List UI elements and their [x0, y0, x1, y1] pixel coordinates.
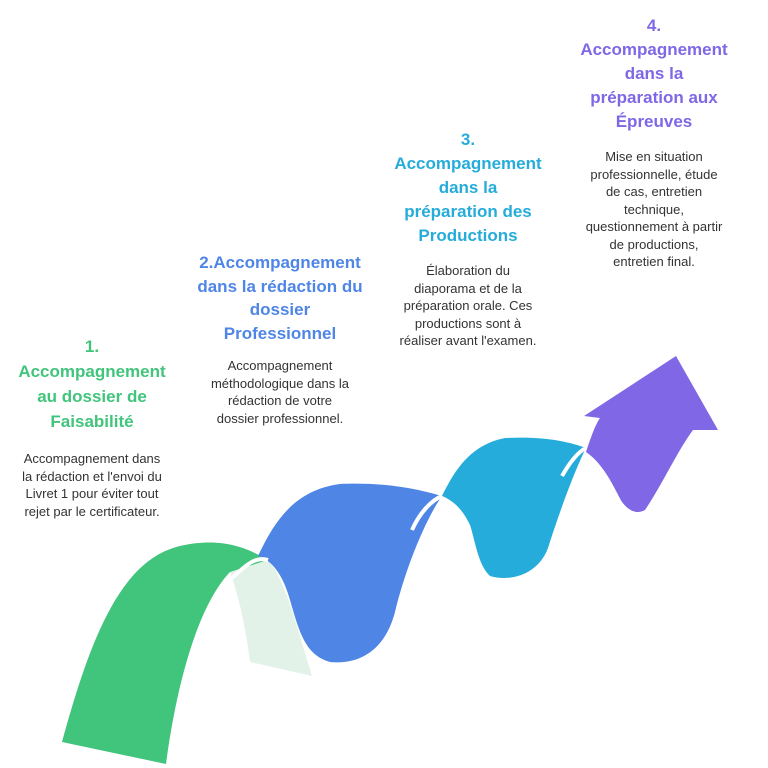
step-1-title-line: Accompagnement [18, 362, 166, 381]
step-3-title-line: préparation des [404, 202, 532, 221]
step-3-title-line: dans la [438, 178, 498, 197]
step-1-title-line: au dossier de [37, 387, 147, 406]
step-4: 4. Accompagnement dans la préparation au… [566, 14, 742, 271]
step-4-title-line: 4. [646, 16, 662, 35]
step-4-desc-line: entretien final. [613, 254, 695, 269]
step-3-desc-line: diaporama et de la [414, 280, 522, 296]
step-2-desc-line: Accompagnement [227, 358, 333, 373]
step-1-description: Accompagnement dans la rédaction et l'en… [6, 450, 178, 520]
step-4-title-line: préparation aux [590, 88, 718, 107]
step-3-title: 3. Accompagnement dans la préparation de… [383, 128, 553, 248]
step-2: 2.Accompagnement dans la rédaction du do… [190, 251, 370, 427]
step-2-title-line: Professionnel [223, 323, 337, 343]
step-2-desc-line: rédaction de votre [227, 393, 333, 408]
ribbon-fold-1 [230, 560, 312, 676]
step-3-desc-line: productions sont à [414, 315, 522, 331]
step-1-title-line: 1. [84, 337, 100, 356]
step-2-title-line: 2.Accompagnement [199, 253, 361, 272]
step-1-title: 1. Accompagnement au dossier de Faisabil… [6, 334, 178, 434]
step-1-desc-line: rejet par le certificateur. [24, 503, 160, 519]
step-3-desc-line: réaliser avant l'examen. [399, 333, 537, 348]
ribbon-fold-gap-1 [230, 557, 269, 580]
step-2-description: Accompagnement méthodologique dans la ré… [190, 357, 370, 427]
ribbon-segment-2 [258, 483, 442, 663]
step-4-description: Mise en situation professionnelle, étude… [566, 148, 742, 271]
step-1-desc-line: Accompagnement dans [23, 451, 161, 466]
step-4-title: 4. Accompagnement dans la préparation au… [566, 14, 742, 134]
step-2-desc-line: dossier professionnel. [216, 410, 344, 426]
step-4-desc-line: technique, [624, 201, 684, 217]
step-2-title-line: dossier [249, 300, 311, 319]
step-2-title-line: dans la rédaction du [197, 276, 363, 296]
step-3-title-line: 3. [460, 130, 476, 149]
ribbon-segment-1 [62, 542, 268, 764]
step-3: 3. Accompagnement dans la préparation de… [383, 128, 553, 350]
step-3-title-line: Accompagnement [394, 154, 542, 173]
step-4-title-line: Accompagnement [580, 40, 728, 59]
ribbon-fold-gap-2 [410, 494, 443, 531]
step-4-desc-line: Mise en situation [605, 149, 703, 164]
ribbon-fold-gap-3 [560, 446, 587, 477]
step-1-desc-line: Livret 1 pour éviter tout [25, 486, 159, 501]
step-4-desc-line: questionnement à partir [585, 219, 723, 234]
step-4-title-line: Épreuves [615, 112, 693, 131]
step-1: 1. Accompagnement au dossier de Faisabil… [6, 334, 178, 520]
step-1-desc-line: la rédaction et l'envoi du [22, 468, 162, 484]
step-3-desc-line: préparation orale. Ces [403, 298, 533, 313]
step-3-title-line: Productions [418, 226, 518, 245]
step-4-desc-line: de productions, [609, 236, 699, 252]
ribbon-segment-3 [442, 437, 586, 578]
step-2-desc-line: méthodologique dans la [210, 375, 350, 391]
step-3-description: Élaboration du diaporama et de la prépar… [383, 262, 553, 350]
step-1-title-line: Faisabilité [50, 412, 134, 431]
step-3-desc-line: Élaboration du [426, 263, 510, 278]
ribbon-segment-4-arrow [584, 356, 718, 513]
step-4-desc-line: de cas, entretien [605, 184, 703, 199]
step-4-title-line: dans la [624, 64, 684, 83]
step-4-desc-line: professionnelle, étude [590, 166, 718, 182]
step-2-title: 2.Accompagnement dans la rédaction du do… [190, 251, 370, 345]
